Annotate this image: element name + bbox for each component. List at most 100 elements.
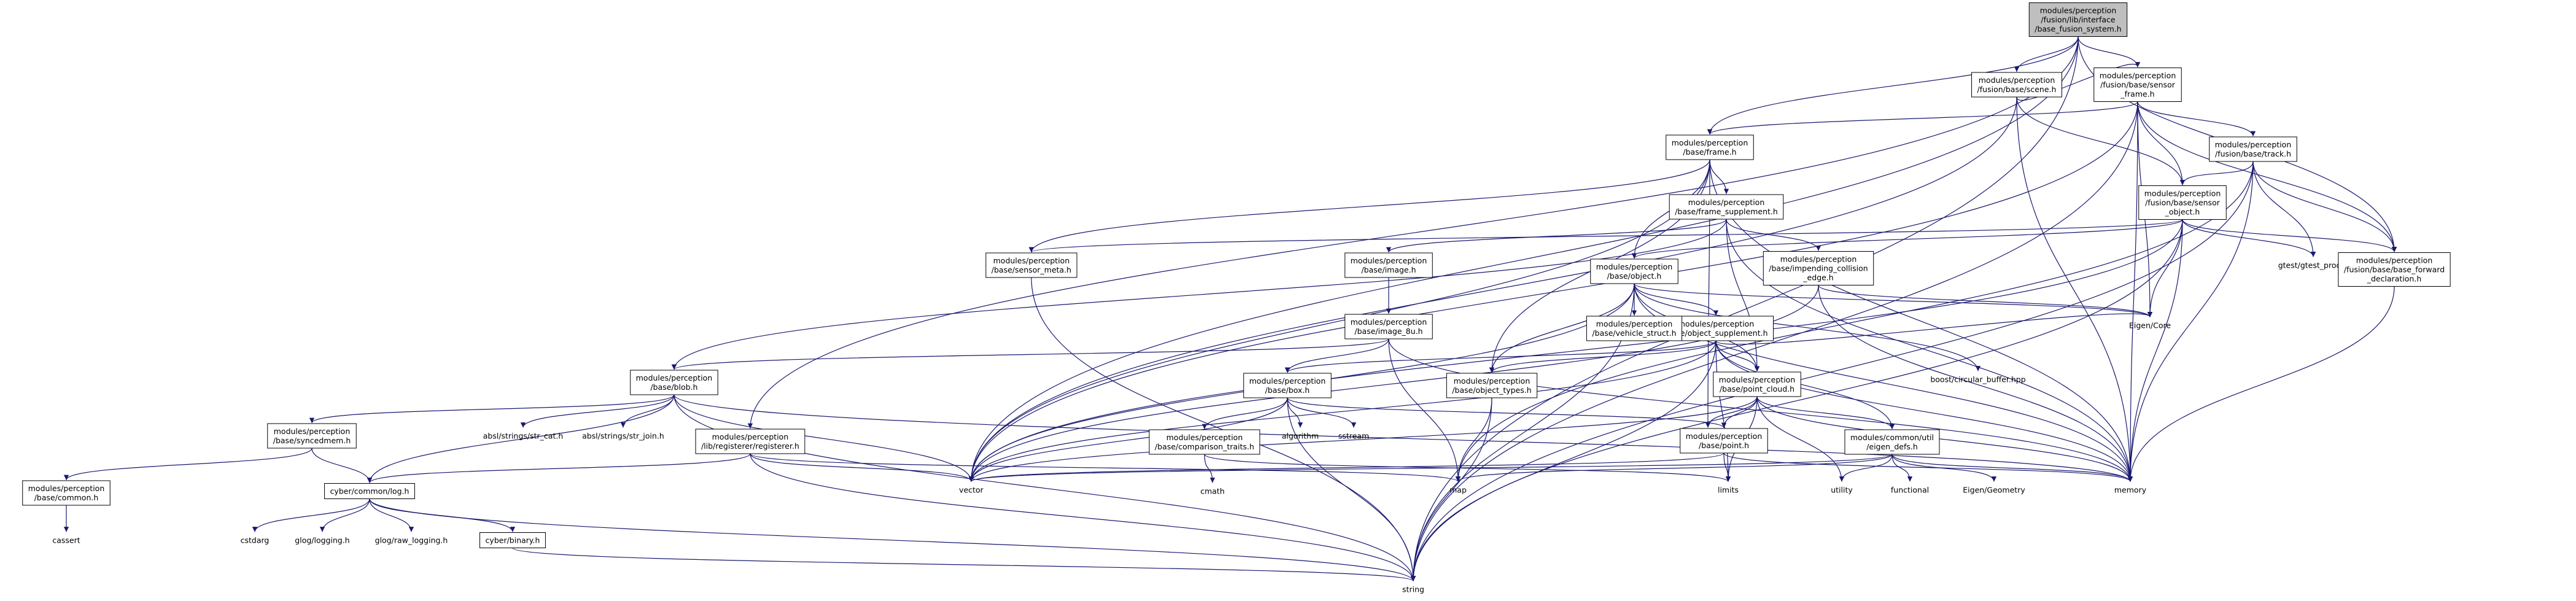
node-str_join[interactable]: absl/strings/str_join.h — [582, 432, 664, 441]
edge-eigen_defs-to-map — [1456, 454, 1893, 483]
node-label-line: /base/vehicle_struct.h — [1592, 328, 1676, 338]
node-label-line: /fusion/base/track.h — [2215, 149, 2291, 158]
node-registerer[interactable]: modules/perception/lib/registerer/regist… — [695, 428, 805, 454]
node-label-line: /base/blob.h — [650, 382, 697, 392]
node-comparison[interactable]: modules/perception/base/comparison_trait… — [1149, 429, 1260, 455]
node-root[interactable]: modules/perception/fusion/lib/interface/… — [2028, 2, 2128, 37]
edge-point_cloud-to-memory — [1756, 396, 2133, 482]
node-box[interactable]: modules/perception/base/box.h — [1243, 373, 1332, 398]
node-boost_cb[interactable]: boost/circular_buffer.hpp — [1930, 375, 2025, 384]
node-box — [2338, 252, 2451, 287]
node-label-line: /base/sensor_meta.h — [991, 265, 1071, 274]
edge-sensor_object-to-gtest — [2182, 219, 2316, 257]
node-label-line: /fusion/base/base_forward — [2344, 265, 2445, 274]
node-object[interactable]: modules/perception/base/object.h — [1590, 258, 1678, 284]
node-eigen_core[interactable]: Eigen/Core — [2129, 321, 2171, 330]
edge-log-to-glog_raw — [369, 498, 414, 532]
node-label-line: string — [1402, 585, 1424, 594]
node-point[interactable]: modules/perception/base/point.h — [1680, 428, 1768, 454]
node-box — [2138, 185, 2227, 220]
node-frame[interactable]: modules/perception/base/frame.h — [1666, 134, 1754, 160]
node-label-line: /base/image.h — [1361, 265, 1416, 274]
edge-track-to-forward — [2252, 161, 2397, 252]
node-cassert[interactable]: cassert — [52, 536, 80, 545]
node-image[interactable]: modules/perception/base/image.h — [1344, 252, 1433, 278]
node-label-line: /fusion/base/sensor — [2145, 198, 2221, 207]
node-log[interactable]: cyber/common/log.h — [324, 483, 415, 499]
edge-point-to-memory — [1723, 452, 2133, 483]
edge-frame_supplement-to-impending — [1726, 219, 1821, 251]
edge-object-to-boost_cb — [1634, 283, 1981, 371]
node-box — [1446, 373, 1538, 398]
node-box — [1713, 371, 1801, 397]
node-label-line: modules/perception — [1678, 319, 1755, 328]
node-label-line: modules/perception — [1780, 255, 1857, 264]
node-label-line: limits — [1718, 486, 1739, 495]
edge-frame_supplement-to-memory — [1726, 219, 2133, 482]
node-box — [1586, 316, 1683, 341]
node-memory[interactable]: memory — [2114, 486, 2147, 495]
node-limits[interactable]: limits — [1718, 486, 1739, 495]
node-label-line: _frame.h — [2120, 90, 2154, 99]
node-cstdarg[interactable]: cstdarg — [241, 536, 270, 545]
node-map[interactable]: map — [1449, 486, 1467, 495]
edge-blob-to-str_join — [620, 394, 675, 428]
node-eigen_geometry[interactable]: Eigen/Geometry — [1963, 486, 2025, 495]
node-common[interactable]: modules/perception/base/common.h — [22, 480, 111, 506]
edge-scene-to-sensor_object — [2016, 96, 2186, 185]
node-label-line: modules/perception — [1688, 198, 1765, 207]
node-utility[interactable]: utility — [1831, 486, 1853, 495]
node-box — [1344, 314, 1433, 339]
node-sensor_object[interactable]: modules/perception/fusion/base/sensor_ob… — [2138, 185, 2227, 220]
node-binary[interactable]: cyber/binary.h — [479, 532, 546, 548]
node-label-line: /fusion/base/sensor — [2100, 80, 2176, 90]
node-box — [2093, 68, 2182, 102]
node-forward[interactable]: modules/perception/fusion/base/base_forw… — [2338, 252, 2451, 287]
node-sensor_frame[interactable]: modules/perception/fusion/base/sensor_fr… — [2093, 68, 2182, 102]
node-label-line: modules/perception — [2144, 189, 2221, 198]
node-functional[interactable]: functional — [1891, 486, 1929, 495]
node-scene[interactable]: modules/perception/fusion/base/scene.h — [1971, 72, 2062, 98]
node-label-line: /base/point_cloud.h — [1720, 384, 1794, 394]
edge-point_cloud-to-eigen_defs — [1756, 396, 1895, 430]
node-box — [1680, 428, 1768, 454]
node-vector[interactable]: vector — [959, 486, 984, 495]
edge-track-to-string — [1410, 161, 2254, 581]
node-glog_raw[interactable]: glog/raw_logging.h — [375, 536, 448, 545]
node-gtest[interactable]: gtest/gtest_prod.h — [2278, 261, 2349, 270]
edge-frame-to-vector — [968, 159, 1710, 482]
node-string[interactable]: string — [1402, 585, 1424, 594]
node-sensor_meta[interactable]: modules/perception/base/sensor_meta.h — [985, 252, 1077, 278]
node-point_cloud[interactable]: modules/perception/base/point_cloud.h — [1713, 371, 1801, 397]
node-blob[interactable]: modules/perception/base/blob.h — [630, 370, 718, 395]
node-algorithm[interactable]: algorithm — [1282, 432, 1319, 441]
node-eigen_defs[interactable]: modules/common/util/eigen_defs.h — [1844, 429, 1940, 455]
node-label-line: boost/circular_buffer.hpp — [1930, 375, 2025, 384]
node-impending[interactable]: modules/perception/base/impending_collis… — [1763, 251, 1874, 285]
node-cmath[interactable]: cmath — [1200, 487, 1225, 496]
node-label-line: /base/point.h — [1699, 441, 1749, 450]
node-label-line: cyber/common/log.h — [330, 487, 409, 496]
edge-track-to-memory — [2127, 161, 2254, 482]
edge-object_supplement-to-eigen_core — [1715, 311, 2152, 345]
edge-blob-to-syncedmem — [309, 394, 675, 424]
node-syncedmem[interactable]: modules/perception/base/syncedmem.h — [267, 423, 357, 449]
node-track[interactable]: modules/perception/fusion/base/track.h — [2209, 136, 2297, 162]
edge-object_types-to-map — [1455, 397, 1492, 482]
edge-sensor_frame-to-frame — [1707, 101, 2138, 135]
node-glog_logging[interactable]: glog/logging.h — [295, 536, 349, 545]
node-box — [1344, 252, 1433, 278]
node-sstream[interactable]: sstream — [1338, 432, 1369, 441]
edge-sensor_object-to-object — [1632, 219, 2183, 259]
node-label-line: modules/perception — [993, 256, 1070, 265]
node-object_types[interactable]: modules/perception/base/object_types.h — [1446, 373, 1538, 398]
node-label-line: /base/syncedmem.h — [273, 436, 351, 445]
node-frame_supplement[interactable]: modules/perception/base/frame_supplement… — [1669, 194, 1784, 220]
edge-registerer-to-vector — [750, 453, 974, 482]
node-label-line: modules/perception — [28, 484, 105, 493]
node-image8u[interactable]: modules/perception/base/image_8u.h — [1344, 314, 1433, 339]
node-vehicle[interactable]: modules/perception/base/vehicle_struct.h — [1586, 316, 1683, 341]
edge-impending-to-memory — [1818, 285, 2133, 482]
node-str_cat[interactable]: absl/strings/str_cat.h — [483, 432, 564, 441]
